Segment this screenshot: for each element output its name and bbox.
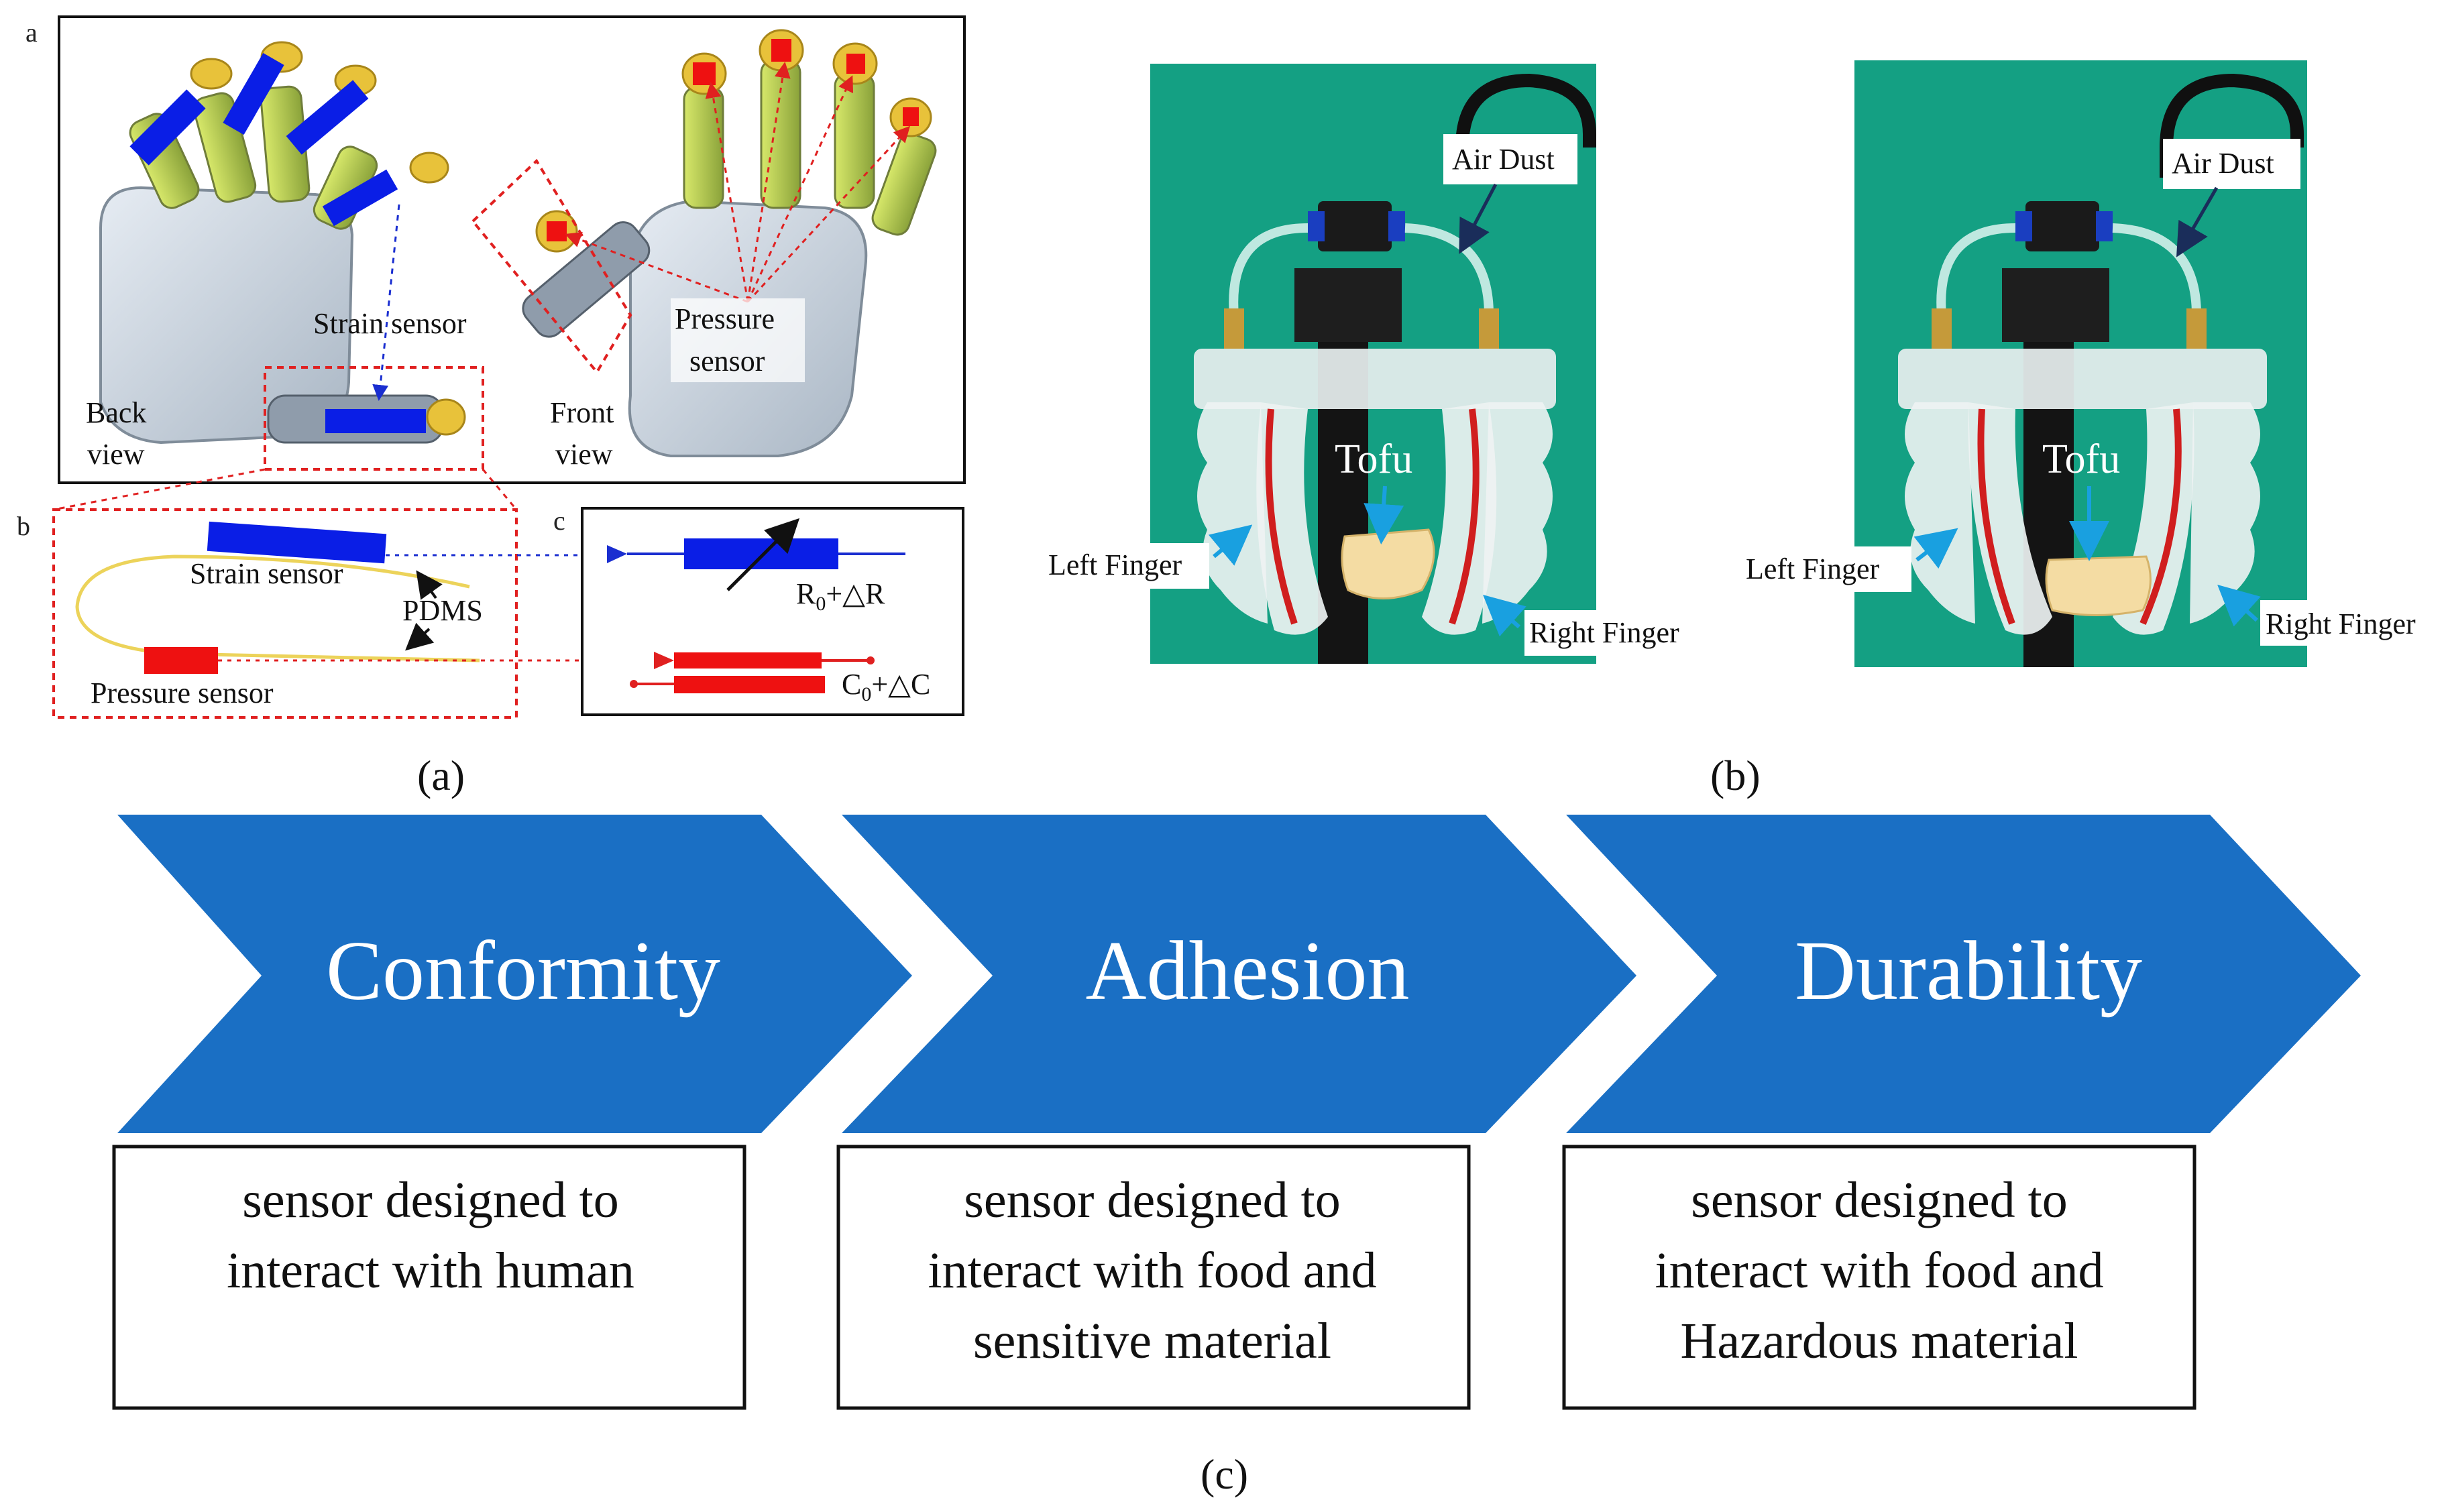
left-finger-label-2: Left Finger xyxy=(1746,553,1880,585)
step1-desc-line1: sensor designed to xyxy=(242,1172,618,1228)
chevron-adhesion xyxy=(842,815,1636,1133)
resistor-value-label: R0+△R xyxy=(796,577,885,615)
panel-a: a xyxy=(17,15,966,799)
back-view-label-line1: Back xyxy=(86,396,146,429)
process-step-3: Durability sensor designed to interact w… xyxy=(1562,815,2361,1410)
inset-strain-sensor xyxy=(207,521,387,564)
air-dust-label-1: Air Dust xyxy=(1452,143,1555,176)
right-finger-label-2: Right Finger xyxy=(2266,607,2416,640)
pressure-sensor-label-line1: Pressure xyxy=(675,302,775,335)
strain-sensor-label: Strain sensor xyxy=(313,307,467,340)
gripper-photo-2-annotations: Air Dust Tofu Left Finger Right Finger xyxy=(1740,139,2445,646)
panel-c-caption: (c) xyxy=(1201,1450,1248,1498)
step-desc-box-1 xyxy=(112,1145,746,1410)
step-title-conformity: Conformity xyxy=(326,925,720,1018)
front-thumb-callout-box xyxy=(471,158,632,375)
panel-a-caption: (a) xyxy=(417,752,465,799)
pressure-sensor-label-line2: sensor xyxy=(689,345,765,377)
back-view-label-line2: view xyxy=(87,438,145,471)
panel-c: Conformity sensor designed to interact w… xyxy=(112,815,2361,1498)
step3-desc-line2: interact with food and xyxy=(1655,1242,2103,1299)
tofu-label-1: Tofu xyxy=(1335,437,1412,482)
step-title-durability: Durability xyxy=(1795,925,2142,1018)
capacitor-symbol xyxy=(630,652,875,693)
gripper-photo-1-annotations: Air Dust Tofu Left Finger Right Finger xyxy=(1043,134,1707,656)
process-step-2: Adhesion sensor designed to interact wit… xyxy=(836,815,1636,1410)
inset-pressure-sensor-label: Pressure sensor xyxy=(91,677,274,709)
front-view-label-line1: Front xyxy=(550,396,614,429)
step1-desc-line2: interact with human xyxy=(227,1242,634,1299)
air-dust-label-2: Air Dust xyxy=(2172,147,2274,180)
process-step-1: Conformity sensor designed to interact w… xyxy=(112,815,912,1410)
inset-c-letter: c xyxy=(553,506,565,536)
step-title-adhesion: Adhesion xyxy=(1086,925,1410,1018)
panel-b-caption: (b) xyxy=(1710,752,1761,799)
pdms-finger-outline xyxy=(75,555,480,662)
inset-b-letter: b xyxy=(17,511,30,541)
pressure-sensor-leaders xyxy=(565,62,911,303)
step3-desc-line3: Hazardous material xyxy=(1681,1313,2078,1369)
inset-pressure-sensor xyxy=(144,647,218,674)
panel-a-letter: a xyxy=(25,17,38,48)
chevron-conformity xyxy=(117,815,912,1133)
step2-desc-line1: sensor designed to xyxy=(964,1172,1340,1228)
step-desc-box-2 xyxy=(836,1145,1471,1410)
capacitor-value-label: C0+△C xyxy=(842,668,930,705)
strain-sensor-leader xyxy=(372,204,400,401)
step-desc-box-3 xyxy=(1562,1145,2196,1410)
panel-b: Air Dust Tofu Left Finger Right Finger xyxy=(1043,60,2445,799)
right-finger-label-1: Right Finger xyxy=(1529,616,1679,649)
inset-strain-sensor-label: Strain sensor xyxy=(190,557,343,590)
left-finger-label-1: Left Finger xyxy=(1048,548,1182,581)
variable-resistor-symbol xyxy=(607,518,905,591)
step2-desc-line2: interact with food and xyxy=(928,1242,1376,1299)
chevron-durability xyxy=(1566,815,2361,1133)
step2-desc-line3: sensitive material xyxy=(973,1313,1331,1369)
back-view-hand-illustration xyxy=(99,41,466,445)
tofu-label-2: Tofu xyxy=(2042,437,2120,482)
step3-desc-line1: sensor designed to xyxy=(1691,1172,2067,1228)
pdms-label: PDMS xyxy=(402,594,483,627)
back-thumb-callout-box xyxy=(264,366,484,471)
front-view-label-line2: view xyxy=(555,438,613,471)
